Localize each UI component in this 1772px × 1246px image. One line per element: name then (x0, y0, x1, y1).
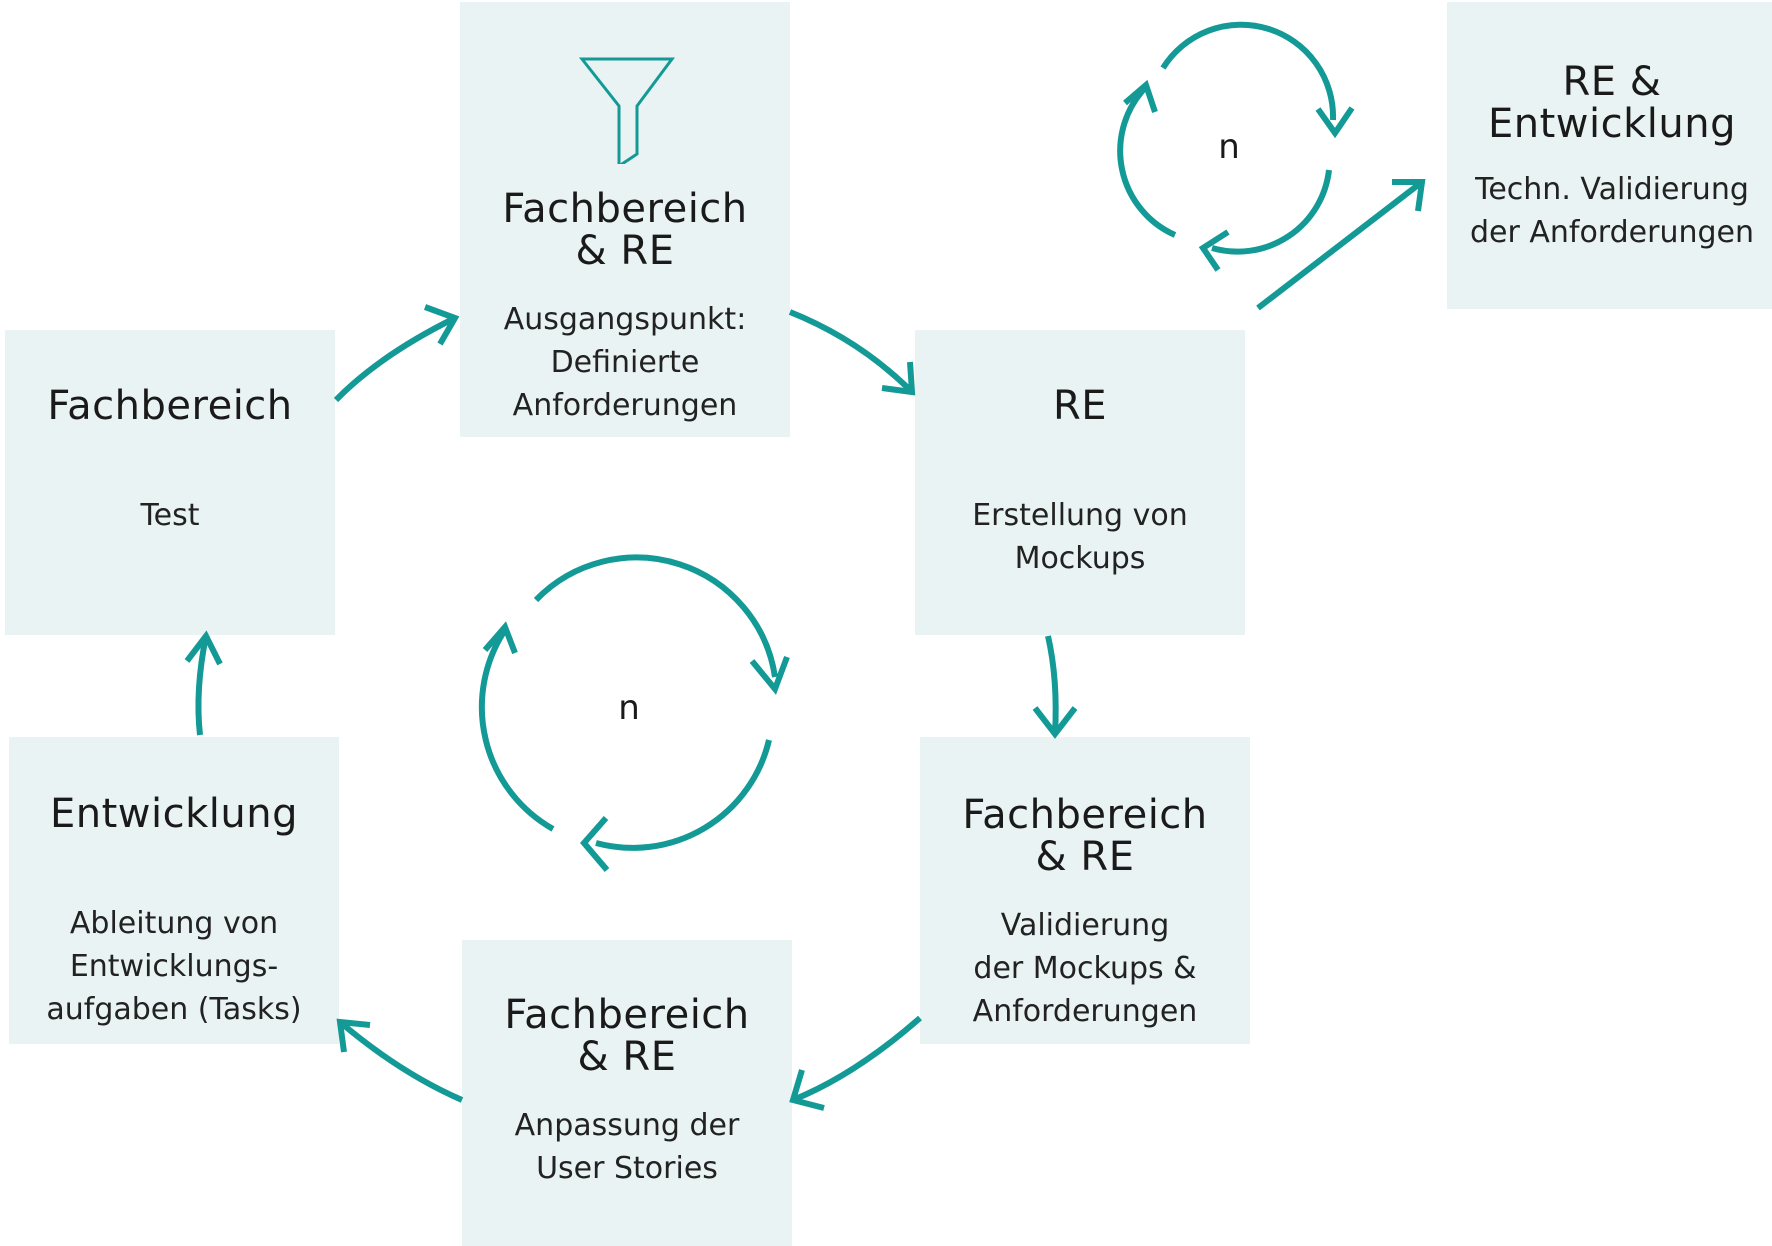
box-title: Fachbereich & RE (504, 992, 750, 1080)
arrow-test-to-start (333, 315, 457, 403)
upper-loop-arc-left-head (1123, 79, 1158, 113)
box-description: Erstellung von Mockups (972, 498, 1188, 576)
box-title: Entwicklung (50, 791, 298, 837)
center-loop-arc-left (478, 628, 555, 832)
arrow-validation-to-adjustment-head (789, 1069, 825, 1111)
upper-loop-arc-top (1160, 21, 1337, 121)
upper-loop-arc-left (1117, 85, 1177, 238)
center-loop-arc-bottom (595, 739, 772, 851)
box-description: Techn. Validierung der Anforderungen (1469, 172, 1754, 250)
box-title: Fachbereich & RE (502, 186, 748, 274)
upper-loop-label: n (1218, 127, 1240, 167)
upper-loop-arc-top-head (1315, 106, 1355, 139)
center-loop-arc-top-head (749, 655, 790, 695)
arrow-validation-to-adjustment (791, 1015, 922, 1103)
box-description: Ausgangspunkt: Definierte Anforderungen (503, 302, 747, 423)
box-description: Ableitung von Entwicklungs- aufgaben (Ta… (46, 906, 302, 1027)
arrow-tasks-to-test (195, 635, 209, 736)
center-loop-arc-left-head (482, 621, 518, 655)
arrow-re-to-validation-head (1032, 706, 1078, 739)
arrow-adjustment-to-tasks (338, 1019, 464, 1103)
center-loop-arc-top (533, 554, 778, 678)
arrow-re-to-tech-validation (1256, 179, 1424, 311)
box-description: Validierung der Mockups & Anforderungen (972, 908, 1198, 1029)
box-description: Anpassung der User Stories (514, 1108, 740, 1186)
box-mockup-creation: RE Erstellung von Mockups (915, 330, 1245, 635)
box-title: RE (1052, 383, 1108, 429)
box-task-derivation: Entwicklung Ableitung von Entwicklungs- … (9, 737, 339, 1044)
arrow-adjustment-to-tasks-head (336, 1018, 371, 1053)
arrow-start-to-re-head (881, 361, 916, 396)
box-title: Fachbereich (47, 383, 293, 429)
box-user-story-adjustment: Fachbereich & RE Anpassung der User Stor… (462, 940, 792, 1246)
center-loop-arc-bottom-head (580, 816, 610, 872)
arrow-re-to-validation (1045, 635, 1059, 735)
box-technical-validation: RE & Entwicklung Techn. Validierung der … (1447, 2, 1772, 309)
funnel-icon (578, 57, 675, 164)
arrow-test-to-start-head (423, 304, 460, 346)
box-start-requirements: Fachbereich & RE Ausgangspunkt: Definier… (460, 2, 790, 437)
upper-loop-arc-bottom-head (1198, 229, 1230, 272)
box-title: RE & Entwicklung (1488, 59, 1736, 147)
arrow-tasks-to-test-head (184, 630, 223, 666)
arrow-re-to-tech-validation-head (1392, 179, 1426, 212)
box-description: Test (140, 498, 200, 533)
center-loop-label: n (618, 688, 640, 728)
upper-loop-arc-bottom (1211, 169, 1332, 255)
box-mockup-validation: Fachbereich & RE Validierung der Mockups… (920, 737, 1250, 1044)
box-test: Fachbereich Test (5, 330, 335, 635)
arrow-start-to-re (788, 309, 915, 395)
box-title: Fachbereich & RE (962, 792, 1208, 880)
